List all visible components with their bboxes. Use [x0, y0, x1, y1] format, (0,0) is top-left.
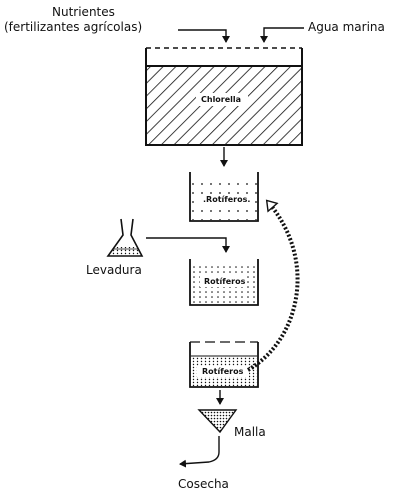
fertilizers-label: (fertilizantes agrícolas) [4, 20, 143, 34]
chlorella-label: Chlorella [201, 95, 242, 104]
conical-flask-icon [106, 218, 144, 257]
rotifer-tank-2 [189, 259, 259, 306]
rotifers-tank1-label: .Rotíferos. [203, 195, 251, 204]
yeast-arrow [146, 237, 230, 253]
harvest-arrow [179, 436, 220, 468]
nutrients-label: Nutrientes [52, 5, 115, 19]
seawater-label: Agua marina [308, 20, 385, 34]
nutrients-arrow [178, 29, 230, 43]
rotifers-tank3-label: Rotíferos [202, 367, 244, 376]
funnel-net-icon [197, 409, 238, 434]
mesh-label: Malla [234, 425, 266, 439]
rotifers-tank2-label: Rotíferos [204, 277, 246, 286]
harvest-label: Cosecha [178, 477, 229, 491]
rotifer-tank-3 [189, 341, 259, 388]
chlorella-tank [145, 47, 303, 146]
yeast-label: Levadura [86, 263, 142, 277]
recycle-dotted-arrow [246, 202, 300, 372]
seawater-arrow [260, 27, 304, 43]
rotifer-tank-1 [189, 172, 259, 222]
